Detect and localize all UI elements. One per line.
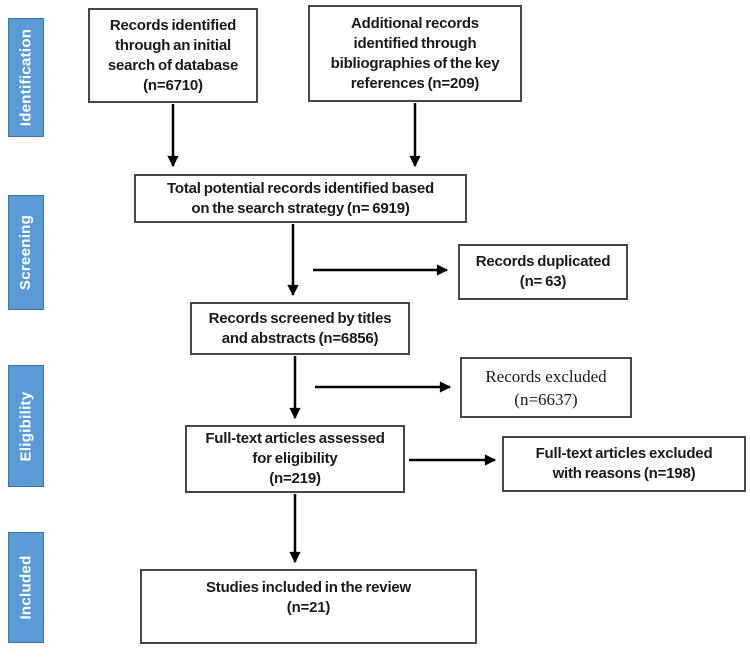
box-additional-records-bibliographies: Additional records identified through bi…	[308, 5, 522, 102]
phase-screening-label: Screening	[17, 214, 35, 291]
phase-identification: Identification	[8, 18, 44, 137]
box-fulltext-assessed: Full-text articles assessed for eligibil…	[185, 425, 405, 493]
phase-eligibility: Eligibility	[8, 365, 44, 487]
box-fulltext-excluded-reasons: Full-text articles excluded with reasons…	[502, 436, 746, 492]
box-total-potential-records: Total potential records identified based…	[134, 174, 467, 223]
box-records-identified-database: Records identified through an initial se…	[88, 8, 258, 103]
phase-included: Included	[8, 532, 44, 643]
phase-included-label: Included	[17, 555, 35, 620]
phase-eligibility-label: Eligibility	[17, 391, 35, 461]
phase-screening: Screening	[8, 195, 44, 310]
box-records-duplicated: Records duplicated (n= 63)	[458, 244, 628, 300]
box-records-excluded: Records excluded (n=6637)	[460, 357, 632, 418]
phase-identification-label: Identification	[17, 28, 35, 127]
box-records-screened: Records screened by titles and abstracts…	[190, 302, 410, 355]
box-studies-included-review: Studies included in the review (n=21)	[140, 569, 477, 644]
